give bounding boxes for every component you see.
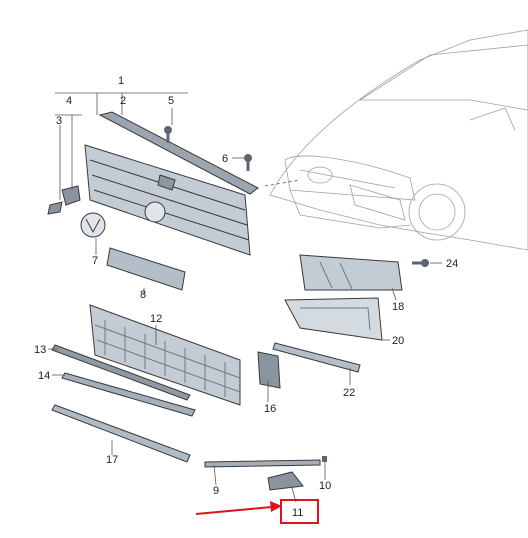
spoiler-17: [51, 404, 191, 463]
emblem: [80, 212, 106, 238]
grille-trim-strip: [98, 111, 259, 195]
label-13: 13: [34, 344, 46, 356]
trim-9: [204, 459, 321, 468]
label-16: 16: [264, 403, 276, 415]
label-1: 1: [118, 75, 124, 87]
clip-10: [322, 456, 327, 462]
label-22: 22: [343, 387, 355, 399]
leader-lines: [48, 92, 442, 503]
label-2: 2: [120, 95, 126, 107]
label-10: 10: [319, 480, 331, 492]
label-4: 4: [66, 95, 72, 107]
highlight-box: [280, 499, 319, 524]
label-24: 24: [446, 258, 458, 270]
fog-light-frame-20: [284, 297, 383, 341]
cover-11: [267, 471, 304, 491]
clip-bracket: [47, 185, 81, 215]
radiator-grille: [84, 144, 251, 256]
label-9: 9: [213, 485, 219, 497]
label-17: 17: [106, 454, 118, 466]
label-14: 14: [38, 370, 50, 382]
label-12: 12: [150, 313, 162, 325]
bracket-16: [257, 351, 281, 389]
label-11: 11: [292, 507, 303, 519]
label-8: 8: [140, 289, 146, 301]
lower-grille: [89, 304, 241, 406]
label-3: 3: [56, 115, 62, 127]
screw-6: [244, 154, 252, 171]
label-7: 7: [92, 255, 98, 267]
label-6: 6: [222, 153, 228, 165]
trim-strip-14: [61, 372, 196, 417]
label-18: 18: [392, 301, 404, 313]
trim-22: [272, 342, 361, 373]
license-plate-bracket: [106, 247, 186, 291]
screw-24: [412, 259, 429, 267]
label-20: 20: [392, 335, 404, 347]
trim-strip-13: [51, 344, 191, 401]
fog-light-frame-18: [299, 254, 403, 291]
car-body-outline: [269, 29, 528, 251]
screw-5: [164, 126, 172, 143]
highlight-arrow: [195, 501, 282, 515]
label-5: 5: [168, 95, 174, 107]
